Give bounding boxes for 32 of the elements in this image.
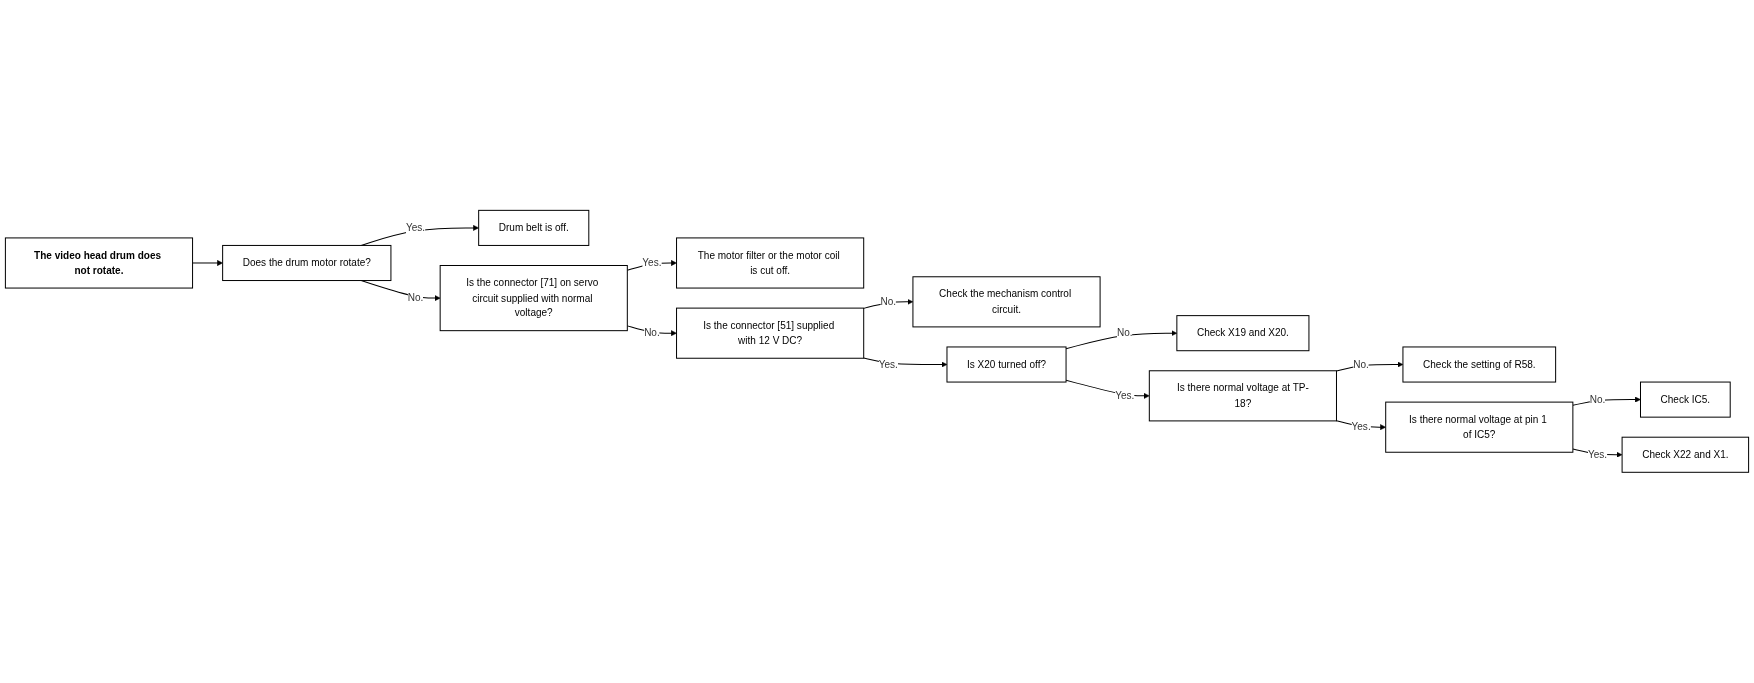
arrow <box>1065 330 1178 350</box>
edge-label: Yes. <box>405 221 426 234</box>
arrow <box>1336 361 1404 372</box>
edge-label: No. <box>880 295 897 308</box>
edge-label: No. <box>1589 393 1606 405</box>
node-box: Drum belt is off. <box>478 210 590 247</box>
edge-label: No. <box>407 292 424 304</box>
edge-label: Yes. <box>642 256 662 269</box>
arrow <box>1065 379 1150 399</box>
edge-label: Yes. <box>1351 421 1371 433</box>
edge-label: Yes. <box>878 358 898 370</box>
node-box: Is there normal voltage at TP-18? <box>1148 370 1337 422</box>
node-box: The motor filter or the motor coil is cut off. <box>676 237 865 289</box>
node-box: Is the connector [51] supplied with 12 V DC? <box>676 307 865 359</box>
node-box: Check the mechanism control circuit. <box>912 276 1101 328</box>
arrow <box>626 260 677 271</box>
arrow <box>1572 396 1641 406</box>
edge-label: Yes. <box>1115 389 1135 402</box>
arrow <box>192 260 223 267</box>
node-box: The video head drum does not rotate. <box>4 237 194 289</box>
node-box: Check the setting of R58. <box>1402 346 1557 383</box>
node-box: Check X19 and X20. <box>1176 315 1310 352</box>
node-box: Does the drum motor rotate? <box>222 245 392 282</box>
node-box: Is X20 turned off? <box>946 346 1067 383</box>
edge-label: No. <box>644 327 660 339</box>
node-box: Check X22 and X1. <box>1621 436 1750 473</box>
node-box: Check IC5. <box>1640 381 1731 418</box>
node-box: Is the connector [71] on servo circuit supplied with normal voltage? <box>439 265 628 332</box>
edge-label: Yes. <box>1587 448 1608 461</box>
node-box: Is there normal voltage at pin 1 of IC5? <box>1385 401 1574 453</box>
edge-label: No. <box>1116 327 1133 339</box>
edge-label: No. <box>1353 358 1369 370</box>
